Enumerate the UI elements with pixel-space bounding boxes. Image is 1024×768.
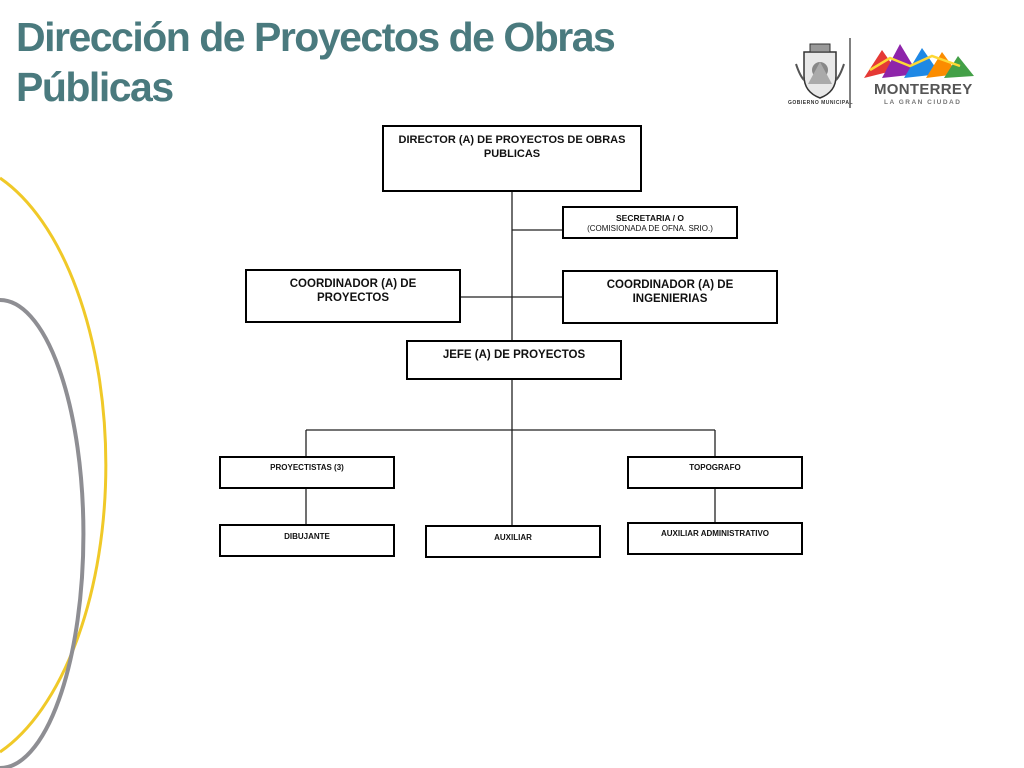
auxiliar-label: AUXILIAR	[494, 533, 532, 542]
city-name: MONTERREY	[874, 81, 973, 98]
aux-admin-label: AUXILIAR ADMINISTRATIVO	[661, 529, 769, 538]
auxiliar-box: AUXILIAR	[425, 525, 601, 558]
coord-proyectos-box: COORDINADOR (A) DE PROYECTOS	[245, 269, 461, 323]
yellow-arc	[0, 176, 108, 754]
city-coat-of-arms-icon	[795, 43, 845, 99]
dibujante-box: DIBUJANTE	[219, 524, 395, 557]
dibujante-label: DIBUJANTE	[284, 532, 330, 541]
city-tagline: LA GRAN CIUDAD	[884, 99, 962, 106]
monterrey-logo: GOBIERNO MUNICIPAL MONTERREY LA GRAN CIU…	[786, 38, 986, 110]
coord-ingenierias-box: COORDINADOR (A) DE INGENIERIAS	[562, 270, 778, 324]
proyectistas-label: PROYECTISTAS (3)	[270, 463, 344, 472]
aux-admin-box: AUXILIAR ADMINISTRATIVO	[627, 522, 803, 555]
logo-divider	[849, 38, 851, 108]
director-label: DIRECTOR (A) DE PROYECTOS DE OBRAS PUBLI…	[398, 134, 626, 160]
proyectistas-box: PROYECTISTAS (3)	[219, 456, 395, 489]
topografo-label: TOPOGRAFO	[689, 463, 741, 472]
title-line-1: Dirección de Proyectos de Obras	[16, 14, 616, 60]
director-box: DIRECTOR (A) DE PROYECTOS DE OBRAS PUBLI…	[382, 125, 642, 192]
title-line-2: Públicas	[16, 64, 174, 110]
page-title: Dirección de Proyectos de Obras Públicas	[16, 12, 616, 112]
secretaria-box: SECRETARIA / O (COMISIONADA DE OFNA. SRI…	[562, 206, 738, 239]
jefe-label: JEFE (A) DE PROYECTOS	[442, 349, 586, 361]
secretaria-note: (COMISIONADA DE OFNA. SRIO.)	[587, 223, 713, 233]
coord-ingenierias-label: COORDINADOR (A) DE INGENIERIAS	[606, 279, 734, 306]
coord-proyectos-label: COORDINADOR (A) DE PROYECTOS	[289, 278, 417, 305]
shield-caption: GOBIERNO MUNICIPAL	[788, 100, 854, 106]
topografo-box: TOPOGRAFO	[627, 456, 803, 489]
colorful-mountains-logo-icon	[864, 44, 974, 78]
gray-arc	[0, 298, 86, 768]
jefe-box: JEFE (A) DE PROYECTOS	[406, 340, 622, 380]
secretaria-label: SECRETARIA / O	[615, 213, 684, 223]
